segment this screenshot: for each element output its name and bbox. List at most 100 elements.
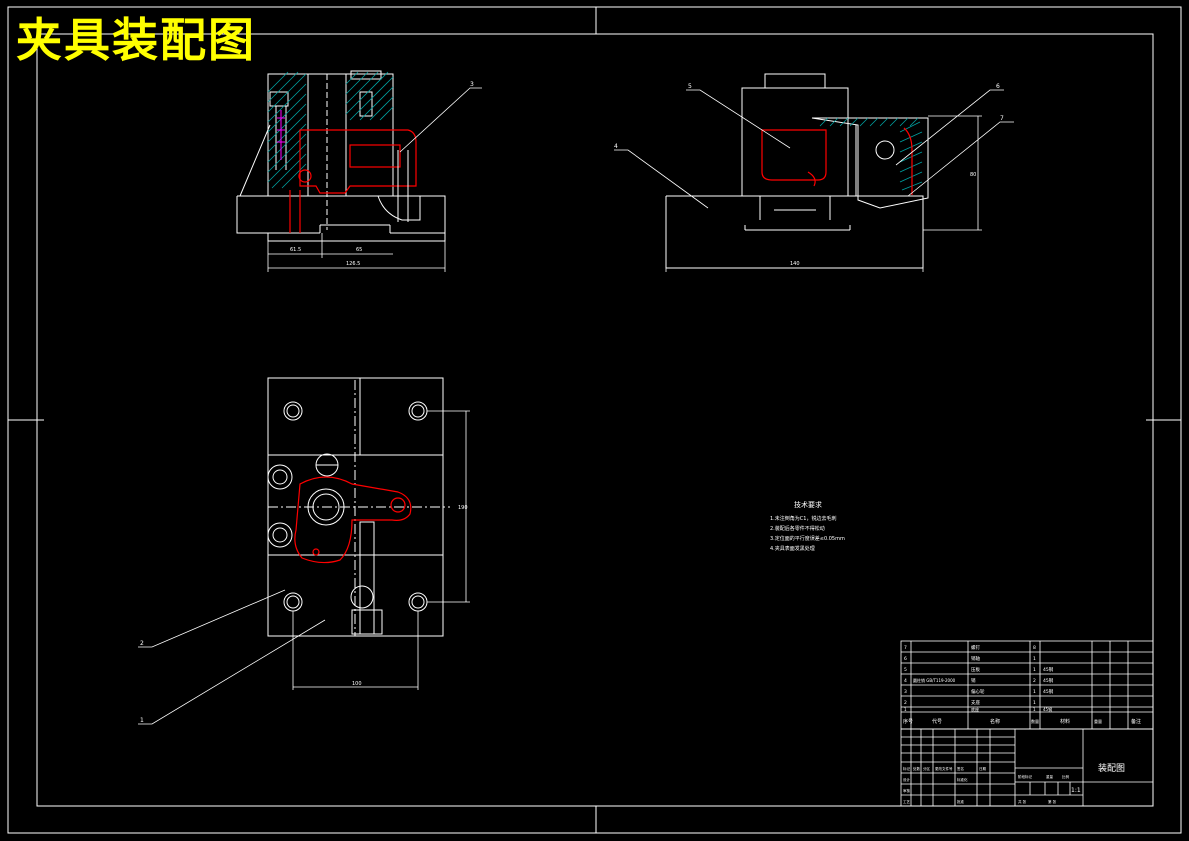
bom-name: 螺钉 <box>971 644 980 651</box>
dim-front-mid: 65 <box>356 247 362 253</box>
front-clamp-part <box>289 129 417 233</box>
tb-mark: 标记 <box>903 766 911 771</box>
tb-sheets: 共 张 <box>1018 799 1027 804</box>
bom-material: 45钢 <box>1043 677 1054 684</box>
bom-material: 45钢 <box>1043 688 1054 695</box>
bom-header-weight: 重量 <box>1094 718 1102 724</box>
tb-ratio: 比例 <box>1062 774 1070 779</box>
balloon-4-leader <box>614 149 709 209</box>
balloon-4: 4 <box>614 143 618 150</box>
side-hatching <box>819 117 923 191</box>
bom-qty: 1 <box>1033 689 1036 695</box>
side-dimensions <box>665 115 982 272</box>
bom-no: 2 <box>904 700 907 706</box>
bom-qty: 1 <box>1033 667 1036 673</box>
dim-front-total: 126.5 <box>346 261 360 267</box>
tb-zone: 分区 <box>923 766 931 771</box>
balloon-7: 7 <box>1000 115 1004 122</box>
bom-code: 圆柱销 GB/T119-2000 <box>913 677 956 683</box>
bom-row: 6 销轴 1 <box>904 655 1036 662</box>
bom-row: 4 圆柱销 GB/T119-2000 销 2 45钢 <box>904 677 1054 684</box>
dim-side-total: 140 <box>790 261 800 267</box>
balloon-6: 6 <box>996 83 1000 90</box>
bom-qty: 8 <box>1033 645 1036 651</box>
bom-qty: 2 <box>1033 678 1036 684</box>
bom-header-no: 序号 <box>903 718 913 725</box>
notes-line: 3.定位面的平行度误差≤0.05mm <box>770 536 845 542</box>
plan-dimensions <box>292 410 470 690</box>
front-section-view <box>236 70 446 242</box>
bom-row: 3 偏心轮 1 45钢 <box>904 688 1054 695</box>
dim-plan-height: 190 <box>458 505 468 511</box>
bom-no: 7 <box>904 645 907 651</box>
bom-row: 1 底座 1 45钢 <box>904 706 1052 712</box>
dim-side-height: 80 <box>970 172 976 178</box>
balloon-5-leader <box>686 89 791 149</box>
notes-line: 2.装配后各零件不得松动 <box>770 526 825 532</box>
bom-no: 4 <box>904 678 907 684</box>
bom-grid <box>900 640 1154 730</box>
bom-name: 销轴 <box>971 655 980 662</box>
bom-name: 压板 <box>971 666 980 673</box>
tb-sign: 签名 <box>957 766 964 771</box>
front-bolt <box>277 110 285 160</box>
bom-qty: 1 <box>1033 656 1036 662</box>
bom-name: 底座 <box>971 706 979 712</box>
bom-qty: 1 <box>1033 707 1036 712</box>
bom-header-material: 材料 <box>1060 718 1070 725</box>
bom-name: 销 <box>971 677 976 684</box>
dim-front-left: 61.5 <box>290 247 301 253</box>
dim-plan-width: 100 <box>352 681 362 687</box>
balloon-7-leader <box>907 121 1014 197</box>
balloon-1: 1 <box>140 717 144 724</box>
bom-name: 支座 <box>971 699 980 706</box>
tb-standard: 标准化 <box>957 777 968 782</box>
balloon-3-leader <box>399 87 482 153</box>
tb-check: 审核 <box>903 788 911 793</box>
title-block-grid <box>900 728 1154 807</box>
bom-row: 2 支座 1 <box>904 699 1036 706</box>
front-hatching <box>267 71 394 189</box>
balloon-5: 5 <box>688 83 692 90</box>
tb-stage: 阶段标记 <box>1018 774 1033 779</box>
front-eccentric <box>377 150 421 222</box>
bom-no: 6 <box>904 656 907 662</box>
tb-date: 日期 <box>979 766 987 771</box>
bom-header-name: 名称 <box>990 718 1000 725</box>
bom-material: 45钢 <box>1043 706 1052 712</box>
bom-no: 1 <box>904 707 907 712</box>
bom-no: 5 <box>904 667 907 673</box>
tb-drawing-name: 装配图 <box>1098 762 1125 774</box>
bom-material: 45钢 <box>1043 666 1054 673</box>
balloon-3: 3 <box>470 81 474 88</box>
bom-header-qty: 数量 <box>1031 718 1039 724</box>
notes-line: 4.夹具表面发黑处理 <box>770 546 815 552</box>
tb-sheet: 第 张 <box>1048 799 1057 804</box>
bom-row: 7 螺钉 8 <box>904 644 1036 651</box>
bom-qty: 1 <box>1033 700 1036 706</box>
side-red-part <box>761 127 913 195</box>
drawing-frame <box>7 6 1182 834</box>
bom-header-code: 代号 <box>932 718 942 725</box>
drawing-title: 夹具装配图 <box>16 10 256 70</box>
tb-process: 工艺 <box>903 799 911 804</box>
balloon-6-leader <box>895 89 1004 166</box>
tb-count: 处数 <box>913 766 921 771</box>
tb-weight: 重量 <box>1046 774 1054 779</box>
bom-rows: 7 螺钉 8 6 销轴 1 5 压板 1 45钢 4 圆柱销 GB/T119-2… <box>903 644 1141 725</box>
balloon-2: 2 <box>140 640 144 647</box>
bom-header: 序号 代号 名称 数量 材料 重量 备注 <box>903 718 1141 725</box>
bom-header-remark: 备注 <box>1131 718 1141 725</box>
drawing-title-text: 夹具装配图 <box>16 13 256 67</box>
notes-line: 1.未注倒角为C1，锐边去毛刺 <box>770 516 837 522</box>
bom-row: 5 压板 1 45钢 <box>904 666 1054 673</box>
notes-title: 技术要求 <box>794 501 822 509</box>
tb-approve: 批准 <box>957 799 965 804</box>
bom-name: 偏心轮 <box>971 688 985 695</box>
balloon-2-leader <box>138 589 286 648</box>
tb-scale: 1:1 <box>1071 787 1081 794</box>
tb-designer: 设计 <box>903 777 911 782</box>
plan-red-part <box>294 476 412 564</box>
